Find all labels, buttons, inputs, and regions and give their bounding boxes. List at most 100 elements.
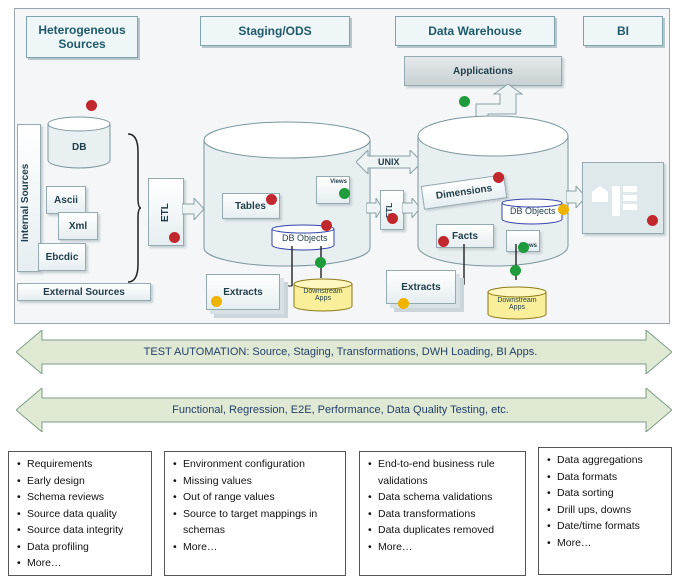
header-warehouse-text: Data Warehouse: [428, 24, 522, 38]
staging-checklist-items: Environment configurationMissing valuesO…: [171, 456, 339, 555]
unix-label: UNIX: [378, 157, 400, 167]
views-green-dot: [339, 188, 350, 199]
checklist-item: Data aggregations: [547, 452, 665, 469]
checklist-item: Out of range values: [173, 489, 339, 506]
checklist-item: Drill ups, downs: [547, 502, 665, 519]
db-objects-red-dot: [321, 220, 332, 231]
staging-db-objects-label: DB Objects: [282, 233, 328, 243]
applications-box: Applications: [404, 56, 562, 86]
warehouse-checklist-items: End-to-end business rule validationsData…: [366, 456, 519, 555]
staging-extracts-yellow-dot: [211, 296, 222, 307]
warehouse-views-green-dot: [518, 242, 529, 253]
internal-sources-label: Internal Sources: [20, 163, 31, 242]
external-sources-bar: External Sources: [17, 283, 151, 301]
header-staging-text: Staging/ODS: [238, 24, 312, 38]
staging-db-objects-cylinder: [271, 224, 335, 251]
etl-1-label: ETL: [160, 203, 171, 222]
testing-band: [16, 388, 672, 432]
source-db-label: DB: [72, 142, 87, 153]
staging-extracts-label: Extracts: [223, 286, 263, 298]
checklist-item: Source data integrity: [17, 522, 145, 539]
applications-label: Applications: [452, 65, 513, 77]
etl-1-red-dot: [169, 232, 180, 243]
etl-stage-1: [148, 178, 184, 246]
facts-label: Facts: [451, 230, 479, 242]
checklist-item: Source data quality: [17, 506, 145, 523]
checklist-item: Environment configuration: [173, 456, 339, 473]
warehouse-downstream-green-dot: [510, 265, 521, 276]
checklist-item: Requirements: [17, 456, 145, 473]
external-sources-label: External Sources: [43, 286, 125, 298]
ebcdic-label: Ebcdic: [45, 251, 79, 263]
checklist-item: Data profiling: [17, 539, 145, 556]
etl-2-red-dot: [387, 213, 398, 224]
etl-2-arrow-left: [366, 198, 382, 218]
header-sources-text: Heterogeneous Sources: [38, 23, 126, 51]
checklist-item: Source to target mappings in schemas: [173, 506, 339, 539]
ebcdic-file: Ebcdic: [38, 243, 86, 271]
warehouse-downstream-label: Downstream Apps: [497, 297, 537, 311]
ascii-file: Ascii: [46, 186, 86, 214]
checklist-item: More…: [547, 535, 665, 552]
checklist-item: Data formats: [547, 469, 665, 486]
checklist-item: Data transformations: [368, 506, 519, 523]
checklist-item: Date/time formats: [547, 518, 665, 535]
xml-label: Xml: [68, 220, 88, 232]
staging-views-label: Views: [330, 179, 347, 185]
checklist-item: Schema reviews: [17, 489, 145, 506]
warehouse-extracts-yellow-dot: [398, 298, 409, 309]
warehouse-db-objects-cylinder: [501, 198, 563, 225]
sources-checklist-items: RequirementsEarly designSchema reviewsSo…: [15, 456, 145, 572]
applications-green-dot: [459, 96, 470, 107]
source-red-dot: [86, 100, 97, 111]
dimensions-red-dot: [493, 172, 504, 183]
staging-downstream-cylinder: [293, 278, 353, 312]
dimensions-label: Dimensions: [435, 182, 493, 202]
header-bi-text: BI: [617, 24, 629, 38]
checklist-item: More…: [173, 539, 339, 556]
automation-band-text: TEST AUTOMATION: Source, Staging, Transf…: [143, 346, 538, 358]
facts-red-dot: [438, 236, 449, 247]
internal-sources-bar: [17, 124, 41, 272]
staging-checklist: Environment configurationMissing valuesO…: [164, 451, 346, 576]
tables-red-dot: [266, 194, 277, 205]
staging-downstream-label: Downstream Apps: [303, 288, 343, 302]
checklist-item: More…: [368, 539, 519, 556]
sources-checklist: RequirementsEarly designSchema reviewsSo…: [8, 451, 152, 576]
etl-1-arrow: [182, 198, 205, 220]
warehouse-db-objects-yellow-dot: [558, 204, 569, 215]
warehouse-connector: [450, 244, 517, 285]
bi-checklist-items: Data aggregationsData formatsData sortin…: [545, 452, 665, 551]
unix-double-arrow: [356, 150, 422, 174]
sources-brace: [127, 133, 142, 283]
staging-downstream-green-dot: [315, 257, 326, 268]
warehouse-downstream-cylinder: [487, 286, 547, 320]
bi-checklist: Data aggregationsData formatsData sortin…: [538, 447, 672, 575]
header-data-warehouse: Data Warehouse: [395, 16, 555, 46]
automation-band: [16, 330, 672, 374]
header-bi: BI: [583, 16, 663, 46]
etl-2-arrow-right: [402, 198, 420, 218]
checklist-item: End-to-end business rule validations: [368, 456, 519, 489]
checklist-item: Missing values: [173, 473, 339, 490]
checklist-item: Data schema validations: [368, 489, 519, 506]
ascii-label: Ascii: [54, 194, 78, 206]
tables-label: Tables: [235, 200, 266, 212]
warehouse-db-objects-label: DB Objects: [510, 206, 556, 216]
checklist-item: Data duplicates removed: [368, 522, 519, 539]
bi-red-dot: [647, 215, 658, 226]
staging-cylinder: [203, 121, 371, 267]
header-heterogeneous-sources: Heterogeneous Sources: [26, 16, 138, 58]
warehouse-extracts: Extracts: [386, 270, 456, 304]
header-staging: Staging/ODS: [200, 16, 350, 46]
checklist-item: Data sorting: [547, 485, 665, 502]
xml-file: Xml: [58, 212, 98, 240]
testing-band-text: Functional, Regression, E2E, Performance…: [172, 404, 509, 416]
warehouse-checklist: End-to-end business rule validationsData…: [359, 451, 526, 576]
applications-arrow: [475, 84, 524, 120]
source-db-cylinder: [47, 116, 111, 169]
checklist-item: Early design: [17, 473, 145, 490]
checklist-item: More…: [17, 555, 145, 572]
warehouse-extracts-label: Extracts: [401, 281, 441, 293]
bi-dashboard-icon: [592, 186, 637, 216]
